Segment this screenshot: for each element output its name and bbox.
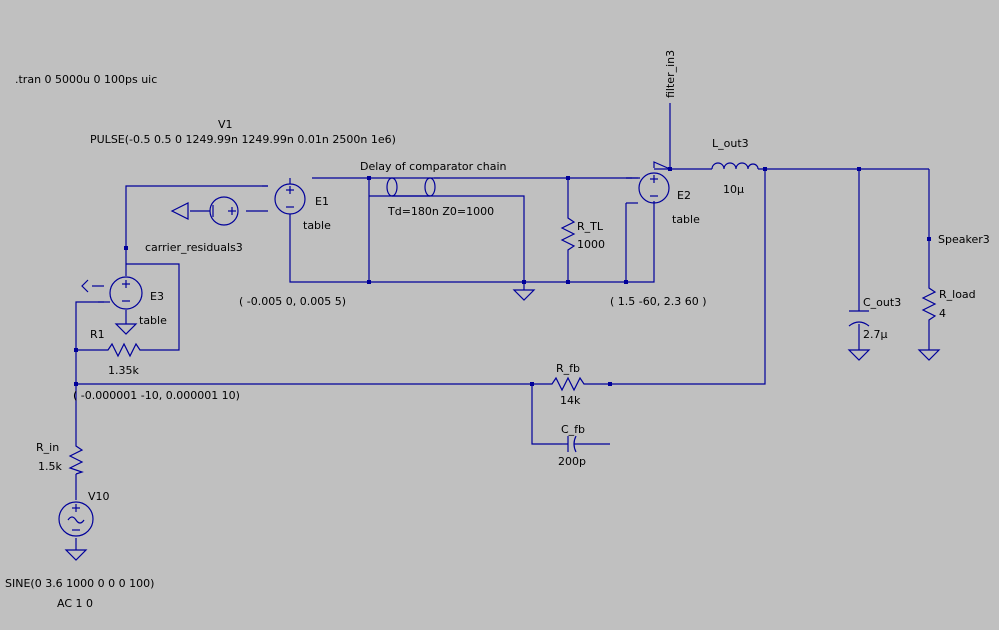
c-fb-value: 200p [558,455,586,468]
r1-value: 1.35k [108,364,139,377]
r-fb-resistor[interactable] [546,376,610,392]
tran-directive[interactable]: .tran 0 5000u 0 100ps uic [15,73,158,86]
v1-value: PULSE(-0.5 0.5 0 1249.99n 1249.99n 0.01n… [90,133,396,146]
tl-label: Delay of comparator chain [360,160,507,173]
c-out3-capacitor[interactable] [848,310,870,327]
ground-symbols [64,282,941,561]
tl-params: Td=180n Z0=1000 [388,205,495,218]
e2-source-symbol[interactable] [626,172,670,204]
l-out3-name: L_out3 [712,137,749,150]
speaker-net-label: Speaker3 [938,233,990,246]
v10-value: SINE(0 3.6 1000 0 0 0 100) [5,577,155,590]
e2-table: ( 1.5 -60, 2.3 60 ) [610,295,707,308]
r-fb-value: 14k [560,394,581,407]
c-out3-value: 2.7µ [863,328,888,341]
c-out3-name: C_out3 [863,296,902,309]
e3-table: ( -0.000001 -10, 0.000001 10) [73,389,240,402]
e1-source-symbol[interactable] [262,178,306,221]
v1-name: V1 [218,118,233,131]
l-out3-inductor[interactable] [711,162,759,170]
wires [75,103,930,550]
filter-net-label: filter_in3 [664,49,677,98]
e2-name: E2 [677,189,691,202]
r-tl-resistor[interactable] [560,212,576,252]
e3-type: table [139,314,167,327]
r1-resistor[interactable] [104,342,145,358]
v10-ac: AC 1 0 [57,597,94,610]
r-load-name: R_load [939,288,976,301]
r-in-resistor[interactable] [68,440,84,475]
e1-table: ( -0.005 0, 0.005 5) [239,295,347,308]
e1-name: E1 [315,195,329,208]
r-load-resistor[interactable] [921,282,937,322]
c-fb-capacitor[interactable] [562,435,580,453]
tl-symbol[interactable] [369,177,440,197]
e3-name: E3 [150,290,164,303]
carrier-net-label: carrier_residuals3 [145,241,243,254]
r1-name: R1 [90,328,105,341]
v1-source-symbol[interactable] [170,196,239,226]
e1-type: table [303,219,331,232]
e2-type: table [672,213,700,226]
r-tl-value: 1000 [577,238,605,251]
r-fb-name: R_fb [556,362,580,375]
l-out3-value: 10µ [723,183,744,196]
r-load-value: 4 [939,307,946,320]
e3-source-symbol[interactable] [81,276,143,310]
r-in-value: 1.5k [38,460,62,473]
r-tl-name: R_TL [577,220,603,233]
junction-dots [74,167,931,386]
c-fb-name: C_fb [561,423,586,436]
v10-source-symbol[interactable] [58,501,94,537]
v10-name: V10 [88,490,110,503]
r-in-name: R_in [36,441,60,454]
